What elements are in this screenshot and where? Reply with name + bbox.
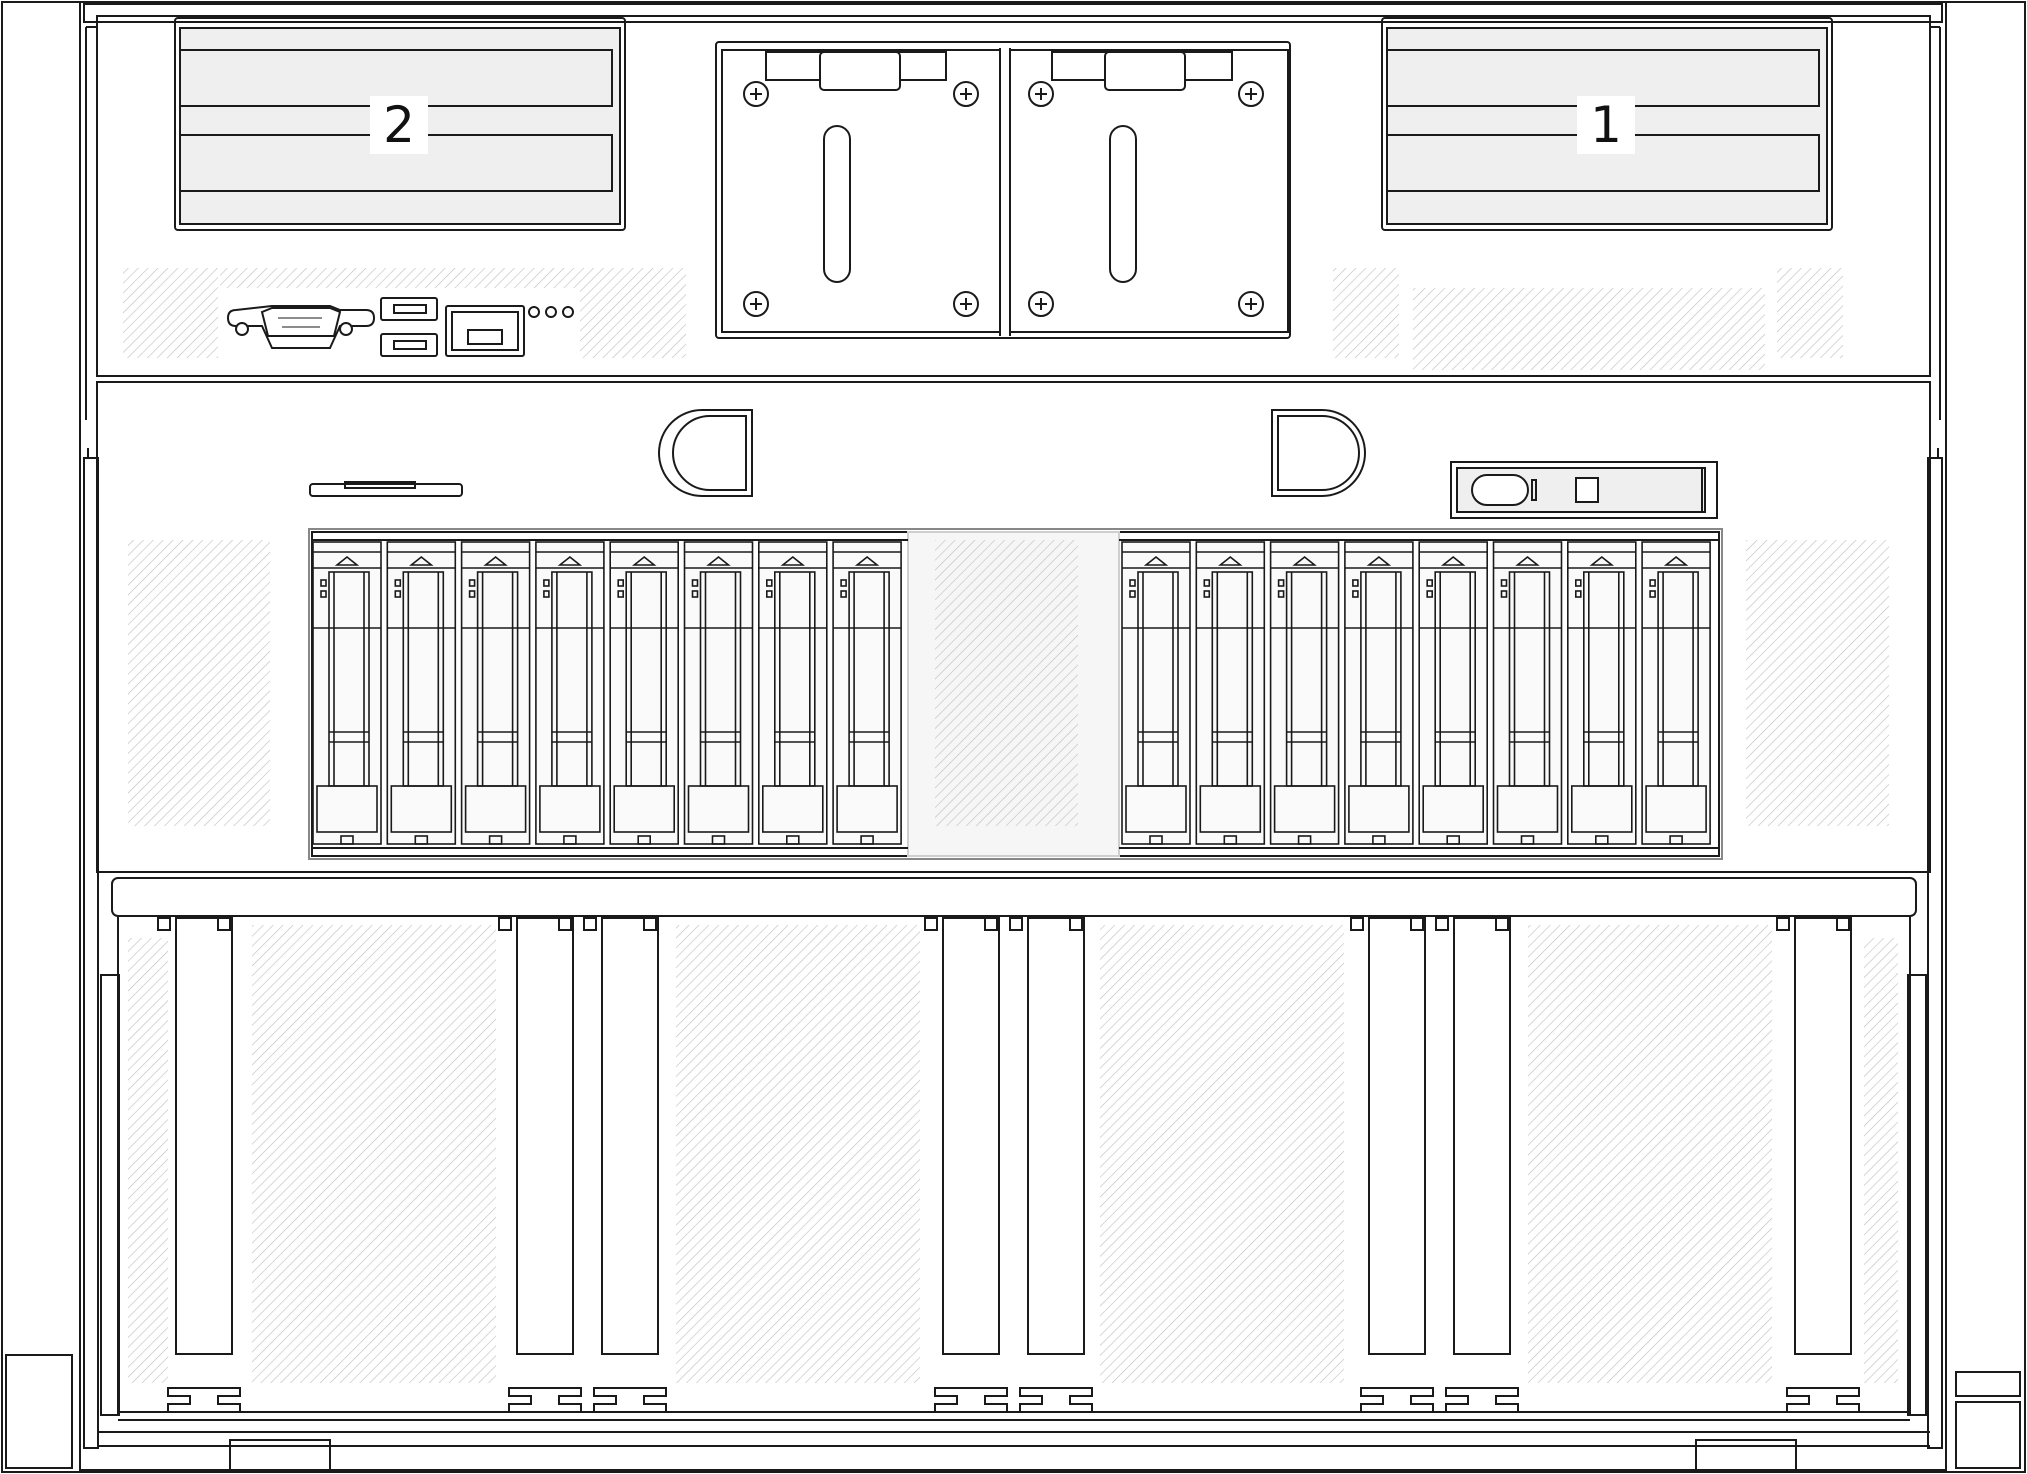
power-supply-left[interactable] [715, 41, 1291, 339]
handles[interactable] [309, 409, 1718, 519]
pcie-slot[interactable] [157, 917, 241, 1413]
drive-bay[interactable] [312, 541, 382, 845]
pcie-slot[interactable] [1350, 917, 1434, 1413]
drive-bay[interactable] [1269, 541, 1340, 845]
drive-bay[interactable] [535, 541, 605, 845]
usb-ports[interactable] [380, 297, 438, 357]
drive-bay[interactable] [460, 541, 531, 845]
pcie-slot[interactable] [1776, 917, 1860, 1413]
drive-bay[interactable] [609, 541, 680, 845]
pcie-slot[interactable] [924, 917, 1008, 1413]
drive-bay[interactable] [1492, 541, 1563, 845]
psu-screws [743, 81, 1264, 317]
drive-bay[interactable] [1418, 541, 1488, 845]
drive-bay[interactable] [1121, 541, 1191, 845]
vent-areas-lower [128, 925, 1898, 1383]
pcie-slot[interactable] [1435, 917, 1519, 1413]
pcie-slot[interactable] [498, 917, 582, 1413]
pcie-slot[interactable] [1009, 917, 1093, 1413]
drive-bay[interactable] [1567, 541, 1637, 845]
label-1: 1 [1577, 96, 1635, 154]
drive-bay[interactable] [1344, 541, 1414, 845]
drive-center-vent [935, 540, 1078, 826]
drive-bay[interactable] [832, 541, 902, 845]
drive-bays-left [312, 541, 902, 845]
drive-bay[interactable] [757, 541, 828, 845]
vent-areas-top [123, 268, 1843, 370]
drive-bay[interactable] [386, 541, 457, 845]
status-leds [528, 306, 574, 318]
drive-bay[interactable] [683, 541, 754, 845]
pcie-cage [100, 877, 1927, 1421]
vga-pins [278, 317, 322, 337]
rj45-port[interactable] [445, 305, 525, 357]
drive-bay[interactable] [1641, 541, 1711, 845]
pcie-slot[interactable] [583, 917, 667, 1413]
pcie-slots [157, 917, 1860, 1413]
drive-bay[interactable] [1195, 541, 1266, 845]
psu-screw-crosses [750, 88, 1257, 310]
drive-bays-right [1121, 541, 1711, 845]
label-2: 2 [370, 96, 428, 154]
